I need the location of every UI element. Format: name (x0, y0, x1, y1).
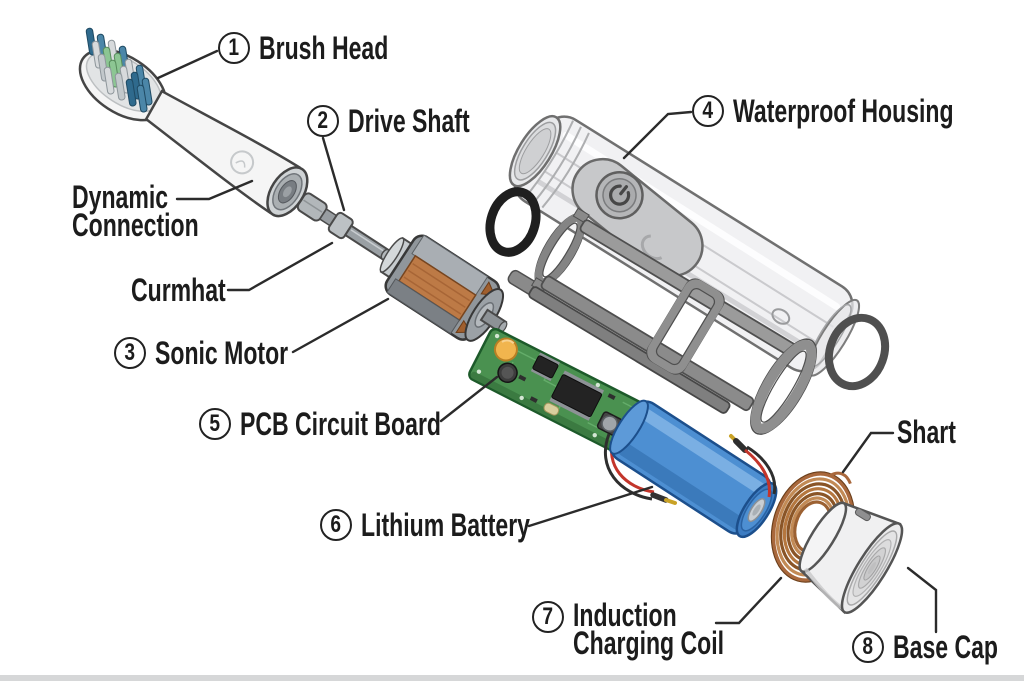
label-number-badge: 4 (692, 95, 724, 127)
label-number: 4 (702, 97, 714, 124)
housing-seal-ring-figure (824, 313, 890, 391)
label-number-badge: 5 (199, 408, 231, 440)
label-shart: Shart (897, 413, 979, 450)
bottom-edge-band (0, 675, 1024, 681)
leader-lines (156, 49, 938, 634)
label-number: 2 (317, 107, 329, 134)
label-number: 8 (862, 633, 874, 660)
drive-shaft-figure (296, 192, 390, 261)
label-number-badge: 8 (852, 631, 884, 663)
label-number: 6 (330, 511, 342, 538)
label-text: Curmhat (131, 271, 226, 308)
battery-figure (609, 399, 778, 539)
label-text: PCB Circuit Board (240, 405, 441, 442)
label-lithium-battery: 6 Lithium Battery (320, 506, 596, 543)
label-pcb-circuit-board: 5 PCB Circuit Board (199, 405, 519, 442)
label-brush-head: 1 Brush Head (218, 29, 439, 66)
label-text: Sonic Motor (155, 334, 289, 371)
pcb-figure (468, 327, 656, 460)
brand-mark (230, 150, 255, 175)
label-number-badge: 2 (307, 105, 339, 137)
label-text: Waterproof Housing (733, 92, 954, 129)
power-icon (609, 184, 631, 206)
led-dome (493, 337, 518, 362)
power-button (571, 157, 704, 278)
label-number-badge: 3 (114, 337, 146, 369)
label-number-badge: 7 (532, 601, 564, 633)
secondary-button-mark (640, 234, 663, 261)
label-curmhat: Curmhat (131, 271, 263, 308)
ic-chip-large (551, 374, 603, 418)
label-text: Base Cap (893, 628, 999, 665)
brush-head-figure (78, 27, 309, 218)
label-text: Drive Shaft (348, 102, 470, 139)
bristles (85, 27, 153, 113)
label-drive-shaft: 2 Drive Shaft (307, 102, 517, 139)
sonic-motor-figure (379, 234, 508, 342)
label-base-cap: 8 Base Cap (852, 628, 1024, 665)
label-number: 3 (124, 339, 136, 366)
cap-slot (854, 508, 871, 522)
ic-chip-small (532, 355, 559, 379)
label-line1: Induction (573, 597, 677, 633)
label-number-badge: 1 (218, 32, 250, 64)
label-line2: Connection (72, 207, 199, 243)
label-waterproof-housing: 4 Waterproof Housing (692, 92, 1024, 129)
label-number: 5 (209, 410, 221, 437)
base-cap-figure (798, 501, 904, 615)
label-text: Shart (897, 413, 956, 450)
label-number: 1 (228, 34, 240, 61)
inner-chassis-figure (507, 207, 817, 435)
label-text: Lithium Battery (361, 506, 530, 543)
crystal (543, 402, 560, 416)
label-number-badge: 6 (320, 509, 352, 541)
label-line2: Charging Coil (573, 625, 725, 661)
label-number: 7 (542, 603, 554, 630)
o-ring-figure (485, 187, 541, 257)
label-sonic-motor: 3 Sonic Motor (114, 334, 340, 371)
battery-wires-figure (729, 434, 777, 498)
label-text: Brush Head (259, 29, 389, 66)
label-line1: Dynamic (72, 179, 169, 215)
